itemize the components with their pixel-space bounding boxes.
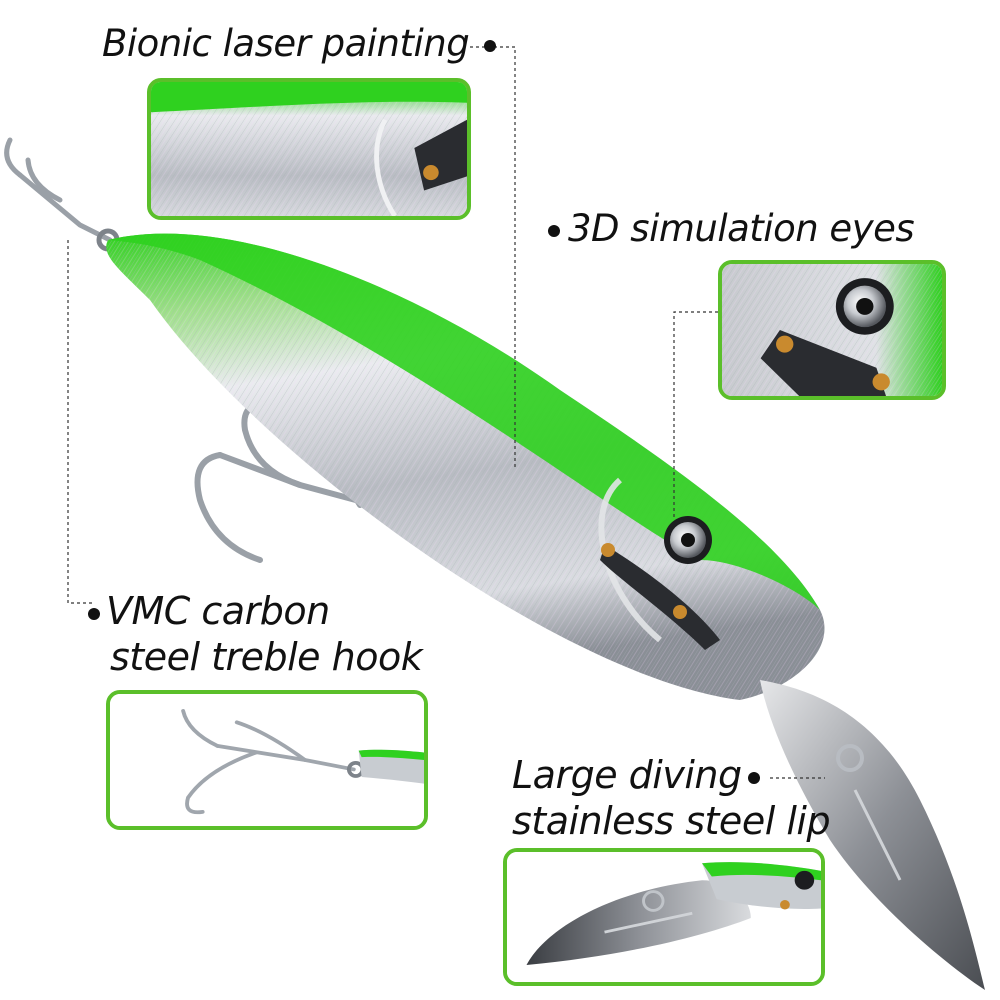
bullet-dot-icon <box>88 607 100 620</box>
callout-lip-line2: stainless steel lip <box>512 799 831 843</box>
split-ring-icon <box>836 744 864 772</box>
callout-diving-lip: Large diving stainless steel lip <box>512 752 831 844</box>
inset-treble-hook <box>106 690 428 830</box>
screw-icon <box>673 605 687 619</box>
bullet-dot-icon <box>747 771 760 784</box>
inset-diving-lip <box>503 848 825 986</box>
callout-hook-line1: VMC carbon <box>106 589 330 633</box>
bullet-dot-icon <box>548 224 560 237</box>
screw-icon <box>601 543 615 557</box>
bullet-dot-icon <box>484 39 497 52</box>
rear-treble-hook <box>4 137 120 252</box>
callout-3d-eyes: 3D simulation eyes <box>548 207 915 250</box>
diving-lip <box>760 680 985 990</box>
callout-laser-painting: Bionic laser painting <box>102 22 497 65</box>
inset-laser-painting <box>147 78 471 220</box>
callout-hook-line2: steel treble hook <box>110 635 423 679</box>
callout-laser-text: Bionic laser painting <box>102 22 470 65</box>
eye-icon <box>664 516 712 564</box>
callout-lip-line1: Large diving <box>512 753 742 797</box>
inset-3d-eyes <box>718 260 946 400</box>
callout-treble-hook: VMC carbon steel treble hook <box>88 588 423 680</box>
callout-eyes-text: 3D simulation eyes <box>568 207 915 250</box>
